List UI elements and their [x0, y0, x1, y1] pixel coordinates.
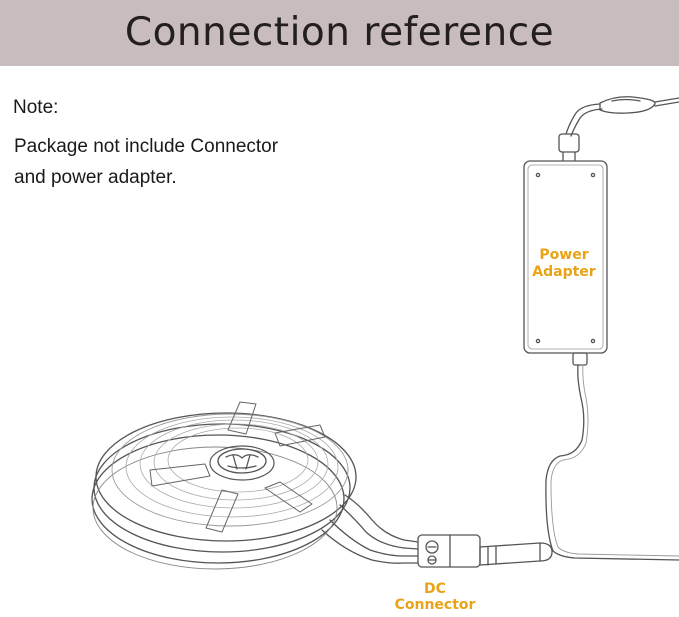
led-strip-reel-icon — [91, 401, 357, 570]
output-cable — [545, 364, 679, 561]
dc-connector-icon — [403, 534, 481, 568]
note-text: Package not include Connector and power … — [14, 131, 334, 193]
note-line: Package not include Connector — [14, 136, 279, 157]
input-cable — [558, 103, 603, 162]
power-adapter-label-line: Adapter — [532, 264, 596, 280]
page-title: Connection reference — [124, 9, 555, 55]
power-adapter-label-line: Power — [539, 247, 589, 263]
note-label: Note: — [13, 97, 59, 118]
dc-male-plug-icon — [479, 542, 553, 566]
note-line: and power adapter. — [14, 167, 177, 188]
power-adapter-label: Power Adapter — [523, 247, 605, 281]
title-banner: Connection reference — [0, 0, 679, 66]
dc-connector-label-line: Connector — [394, 597, 476, 613]
power-adapter-icon — [523, 160, 608, 366]
dc-connector-label: DC Connector — [390, 581, 480, 613]
ac-plug-icon — [599, 96, 679, 114]
dc-connector-label-line: DC — [424, 581, 446, 597]
strip-lead-wires — [321, 494, 405, 564]
